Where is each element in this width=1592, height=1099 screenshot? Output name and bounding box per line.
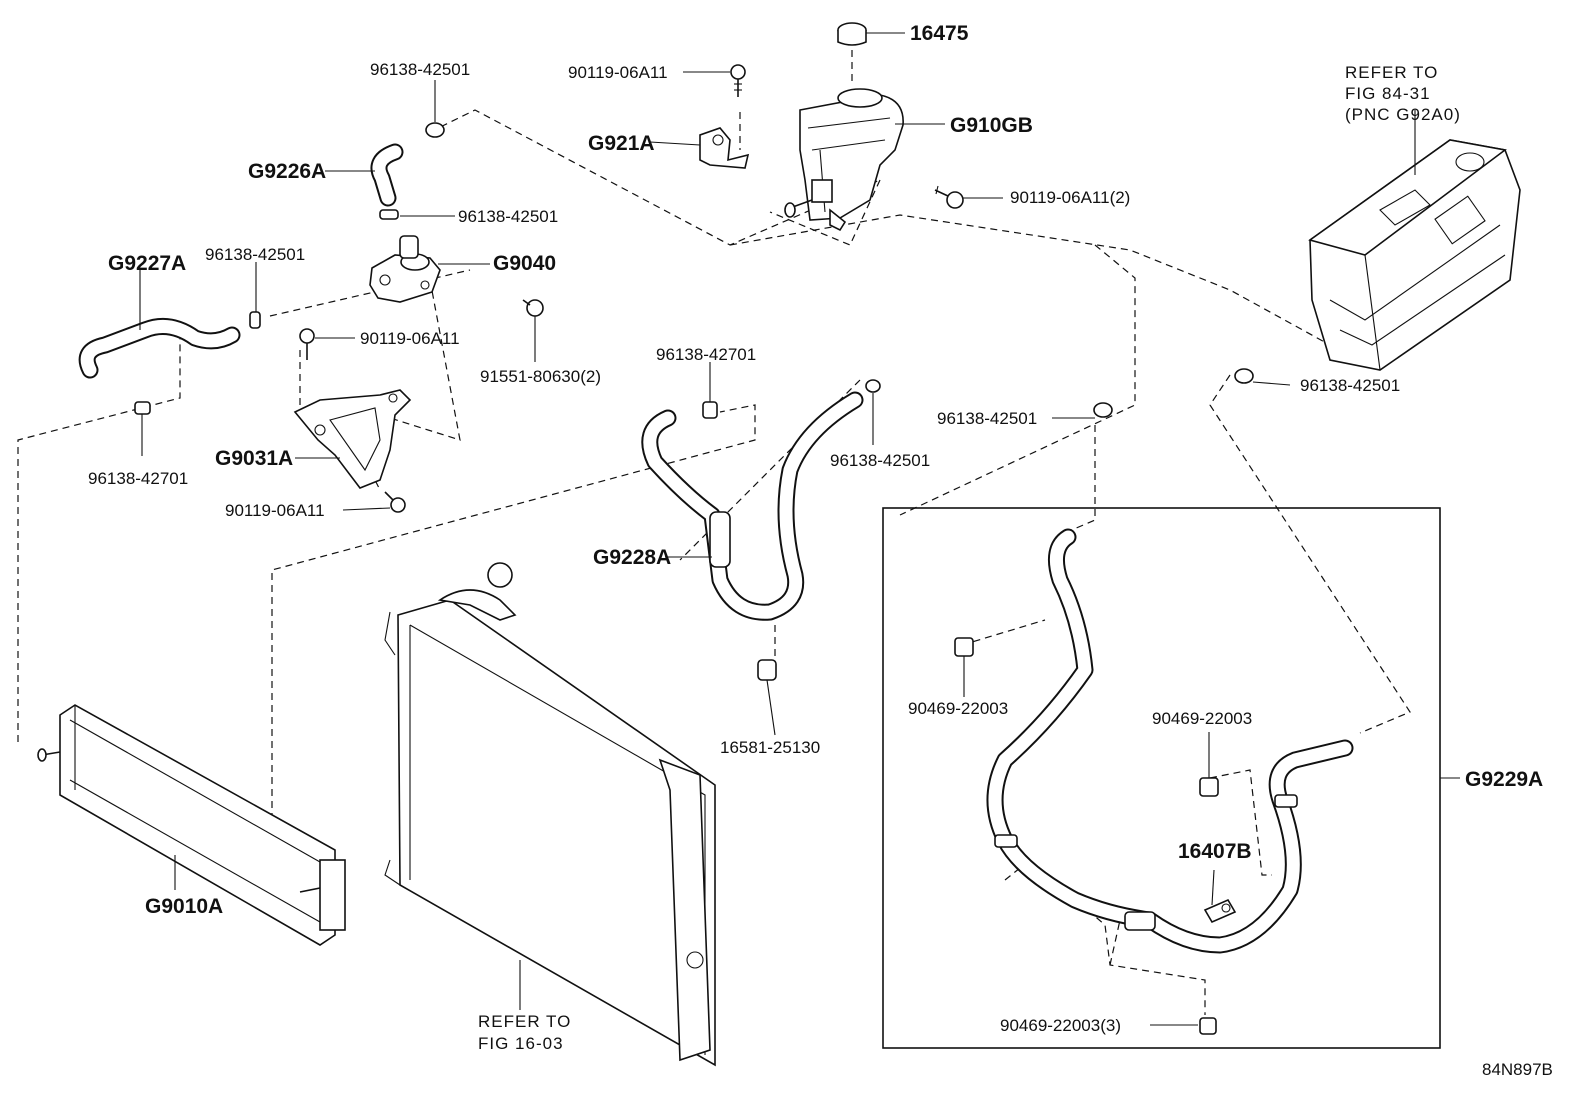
bolt-90119-top <box>730 64 746 97</box>
inverter-assembly <box>1308 110 1521 371</box>
bolt-90119-mid <box>299 328 315 360</box>
label-16581: 16581-25130 <box>720 738 820 757</box>
refer-top-line2: FIG 84-31 <box>1345 84 1431 103</box>
sensor-16407b <box>1203 898 1237 924</box>
label-96138-f: 96138-42501 <box>1300 376 1400 395</box>
reservoir-tank-g910gb <box>784 88 904 232</box>
bracket-g921a <box>699 127 750 169</box>
hose-g9229a <box>986 528 1354 954</box>
label-g9228a: G9228A <box>593 546 671 569</box>
clip-16581-25130 <box>757 659 777 681</box>
refer-top-line1: REFER TO <box>1345 63 1438 82</box>
label-90119-top: 90119-06A11 <box>568 63 668 82</box>
label-96138-b: 96138-42501 <box>458 207 558 226</box>
clamp-96138-c <box>249 311 261 329</box>
label-16475: 16475 <box>910 22 969 45</box>
clamp-96138-e <box>1093 402 1113 418</box>
leader-lines <box>139 32 1460 1026</box>
label-g910gb: G910GB <box>950 114 1033 137</box>
label-96138-42701-b: 96138-42701 <box>88 469 188 488</box>
water-pump-g9040 <box>369 235 441 303</box>
refer-bottom-line1: REFER TO <box>478 1012 571 1031</box>
label-90469-b: 90469-22003 <box>1152 709 1252 728</box>
clamp-96138-top <box>425 122 445 138</box>
label-90119-x2: 90119-06A11(2) <box>1010 188 1130 207</box>
refer-top-line3: (PNC G92A0) <box>1345 105 1461 124</box>
hose-g9226a <box>370 143 404 207</box>
label-g9227a: G9227A <box>108 252 186 275</box>
cooler-g9010a <box>37 704 346 946</box>
label-90119-mid: 90119-06A11 <box>360 329 460 348</box>
label-90119-low: 90119-06A11 <box>225 501 325 520</box>
bolt-90119-low <box>384 491 406 513</box>
label-g9010a: G9010A <box>145 895 223 918</box>
part-labels: 16475 90119-06A11 96138-42501 G921A G910… <box>88 22 1553 1079</box>
clamp-96138-42701-a <box>134 401 151 415</box>
label-g9229a: G9229A <box>1465 768 1543 791</box>
label-96138-42701-a: 96138-42701 <box>656 345 756 364</box>
label-96138-a: 96138-42501 <box>370 60 470 79</box>
label-90469-c: 90469-22003(3) <box>1000 1016 1121 1035</box>
reservoir-cap-16475 <box>837 22 867 85</box>
diagram-id: 84N897B <box>1482 1060 1553 1079</box>
label-16407b: 16407B <box>1178 840 1252 863</box>
label-91551: 91551-80630(2) <box>480 367 601 386</box>
clamp-96138-42701-b <box>702 401 718 419</box>
clamp-90469-c <box>1199 1017 1217 1035</box>
bracket-g9031a <box>293 389 412 489</box>
label-g9040: G9040 <box>493 252 556 275</box>
g9229a-frame <box>882 507 1441 1049</box>
hose-g9227a <box>78 317 241 379</box>
label-g921a: G921A <box>588 132 655 155</box>
bolt-90119-x2 <box>934 185 964 209</box>
label-96138-e: 96138-42501 <box>937 409 1037 428</box>
clamp-90469-a <box>954 637 974 657</box>
bolt-91551 <box>522 299 544 317</box>
label-90469-a: 90469-22003 <box>908 699 1008 718</box>
clamp-90469-b <box>1199 777 1219 797</box>
hose-g9228a <box>641 391 864 621</box>
label-g9031a: G9031A <box>215 447 293 470</box>
label-96138-d: 96138-42501 <box>830 451 930 470</box>
label-96138-c: 96138-42501 <box>205 245 305 264</box>
clamp-96138-d <box>865 379 881 393</box>
clamp-96138-f <box>1234 368 1254 384</box>
radiator-assembly <box>384 562 716 1067</box>
refer-bottom-line2: FIG 16-03 <box>478 1034 564 1053</box>
label-g9226a: G9226A <box>248 160 326 183</box>
clamp-96138-b <box>379 209 399 220</box>
